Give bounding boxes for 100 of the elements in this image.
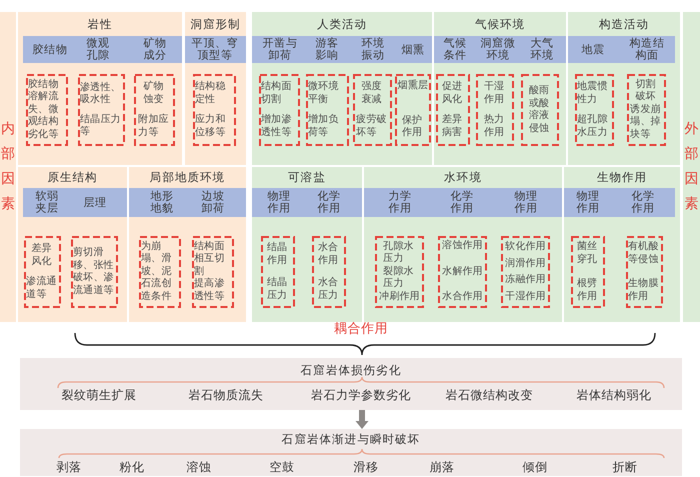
subheading: 物理作用 — [266, 190, 292, 215]
effect-box — [134, 74, 175, 146]
result-title: 石窟岩体损伤劣化 — [300, 363, 402, 377]
effect-box — [375, 236, 424, 308]
effect-text: 冲刷作用 — [379, 290, 420, 304]
effect-text: 疲劳破坏等 — [356, 114, 388, 139]
side-band — [0, 12, 16, 322]
effect-text: 水解作用 — [442, 266, 483, 278]
effect-text: 润滑作用 — [505, 258, 546, 270]
side-band — [683, 12, 700, 322]
panel-title: 气候环境 — [474, 17, 526, 31]
effect-text: 渗流通道等 — [26, 276, 58, 301]
effect-text: 孔隙水压力 — [383, 240, 415, 266]
effect-text: 切割破坏 — [635, 78, 657, 104]
subheading: 烟熏 — [401, 43, 425, 56]
subheading-band — [23, 36, 182, 63]
subheading: 矿物成分 — [142, 37, 168, 62]
effect-text: 差异风化 — [31, 243, 53, 268]
effect-text: 结晶作用 — [266, 242, 288, 267]
effect-text: 渗透性、吸水性 — [80, 82, 122, 106]
effect-box — [192, 236, 234, 308]
result-item: 岩体结构弱化 — [576, 388, 652, 402]
subheading: 微观孔隙 — [85, 37, 111, 62]
effect-text: 剪切滑移、张性破坏、渗流通道等 — [73, 247, 115, 297]
effect-text: 水合作用 — [442, 291, 483, 304]
subheading: 地震 — [581, 43, 605, 56]
effect-text: 差异病害 — [442, 114, 464, 139]
panel-title: 水环境 — [444, 170, 482, 184]
effect-text: 酸雨或酸溶液侵蚀 — [528, 85, 550, 135]
subheading-band — [434, 36, 566, 63]
subheading-band — [364, 188, 562, 217]
effect-box — [139, 236, 181, 308]
effect-text: 胶结物溶解流失、微观结构劣化等 — [28, 78, 60, 142]
effect-text: 烟熏层 — [398, 80, 428, 93]
subheading: 气候条件 — [442, 37, 468, 62]
effect-text: 微环境平衡 — [308, 81, 340, 106]
subheading: 力学作用 — [387, 190, 413, 215]
result-item: 滑移 — [354, 460, 378, 474]
effect-text: 根劈作用 — [576, 278, 598, 303]
effect-box — [26, 74, 68, 146]
effect-box — [571, 236, 605, 308]
subheading-band — [129, 188, 246, 217]
effect-box — [501, 236, 550, 308]
effect-box — [521, 74, 559, 146]
result-item: 空鼓 — [270, 460, 294, 474]
effect-box — [395, 74, 431, 146]
category-panel — [18, 167, 127, 322]
effect-text: 冻融作用 — [505, 274, 546, 286]
subheading: 边坡卸荷 — [200, 190, 226, 215]
subheading: 地形地貌 — [149, 190, 175, 215]
coupling-label: 耦合作用 — [334, 322, 388, 336]
effect-text: 附加应力等 — [138, 114, 170, 139]
result-item: 崩落 — [430, 460, 454, 474]
effect-box — [261, 236, 295, 308]
panel-title: 局部地质环境 — [150, 170, 226, 184]
panel-title: 构造活动 — [598, 17, 650, 31]
effect-text: 干湿作用 — [505, 290, 546, 303]
effect-text: 生物膜作用 — [628, 278, 660, 303]
subheading: 开凿与卸荷 — [261, 37, 299, 62]
category-panel — [185, 12, 246, 165]
effect-text: 结构面相互切割 — [194, 240, 226, 278]
subheading: 层理 — [83, 196, 107, 209]
effect-text: 应力和位移等 — [195, 114, 227, 139]
effect-text: 保护作用 — [402, 114, 424, 140]
effect-text: 有机酸等侵蚀 — [628, 241, 660, 266]
effect-box — [24, 236, 61, 308]
effect-text: 超孔隙水压力 — [577, 114, 609, 139]
effect-box — [193, 74, 236, 146]
category-panel — [564, 167, 680, 322]
panel-title: 生物作用 — [596, 170, 648, 184]
effect-text: 矿物蚀变 — [143, 81, 165, 106]
effect-text: 促进风化 — [442, 81, 464, 106]
effect-text: 结构稳定性 — [195, 81, 227, 106]
subheading: 化学作用 — [449, 190, 475, 215]
effect-text: 诱发崩塌、掉块等 — [630, 104, 662, 142]
effect-text: 裂隙水压力 — [383, 266, 415, 290]
effect-text: 结构面切割 — [261, 81, 293, 106]
panel-title: 人类活动 — [316, 17, 368, 31]
effect-text: 增加渗透性等 — [261, 114, 293, 139]
subheading-band — [185, 36, 246, 63]
result-item: 岩石物质流失 — [188, 388, 264, 402]
effect-box — [476, 74, 514, 146]
panel-title: 洞窟形制 — [190, 17, 241, 31]
panel-title: 岩性 — [87, 17, 113, 31]
result-title: 石窟岩体渐进与瞬时破坏 — [282, 432, 420, 446]
effect-text: 为崩塌、滑坡、泥石流创造条件 — [141, 240, 173, 304]
effect-box — [78, 74, 125, 146]
subheading: 软弱夹层 — [34, 190, 60, 215]
effect-text: 水合作用 — [318, 242, 340, 267]
subheading-band — [252, 188, 362, 217]
result-item: 裂纹萌生扩展 — [62, 388, 136, 402]
result-item: 溶蚀 — [186, 460, 212, 474]
effect-box — [259, 74, 300, 146]
subheading: 大气环境 — [529, 37, 555, 62]
subheading-band — [564, 188, 675, 217]
category-panel — [568, 12, 680, 165]
category-panel — [364, 167, 562, 322]
subheading: 化学作用 — [630, 190, 656, 215]
subheading: 构造结构面 — [628, 37, 666, 62]
effect-box — [575, 74, 614, 146]
